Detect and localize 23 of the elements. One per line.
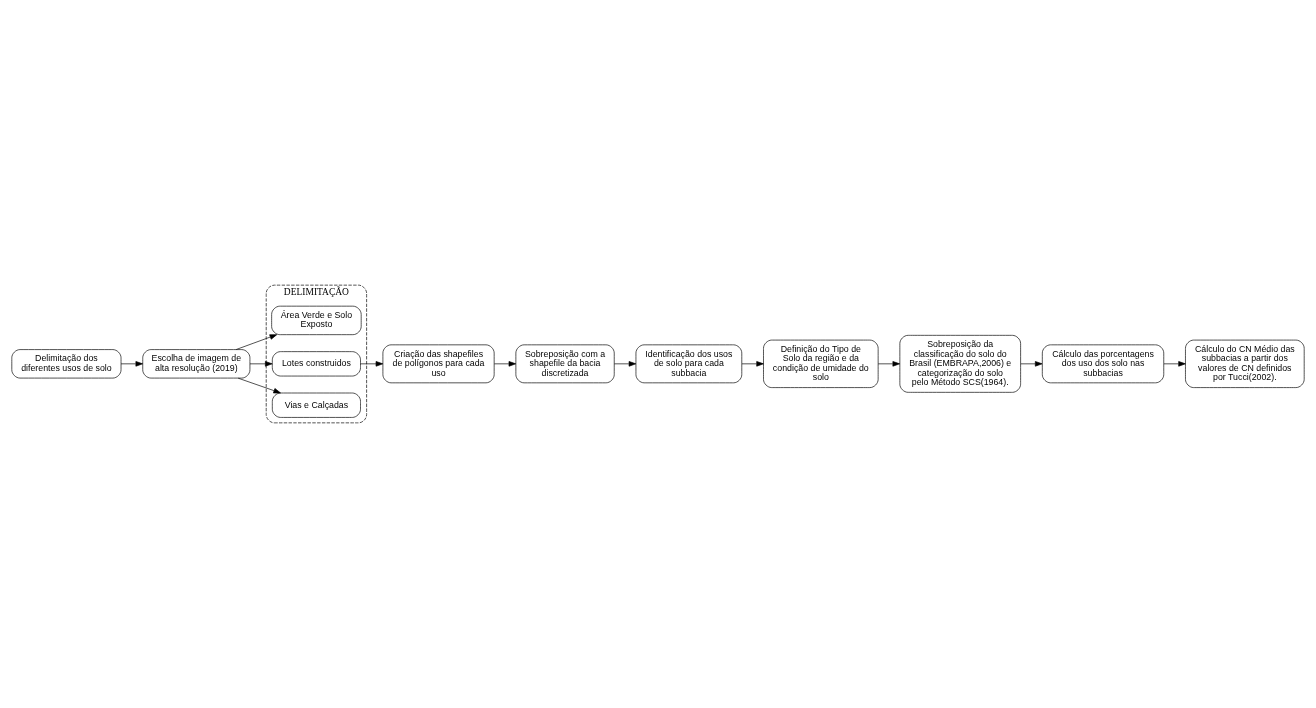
node-box: Sobreposição com a shapefile da bacia discretizada: [515, 344, 615, 384]
arrow: [237, 377, 281, 394]
node-box: Criação das shapefiles de polígonos para cada uso: [382, 344, 495, 384]
node-box: Delimitação dos diferentes usos de solo: [11, 349, 122, 379]
node-box: Escolha de imagem de alta resolução (2019): [142, 349, 251, 379]
arrow: [120, 361, 143, 367]
arrow: [249, 361, 273, 367]
arrow: [741, 361, 764, 367]
arrow: [877, 361, 900, 367]
node-box: Identificação dos usos de solo para cada subbacia: [635, 344, 743, 384]
node-box: Cálculo das porcentagens dos uso dos solo nas subbacias: [1042, 344, 1165, 384]
node-box: Definição do Tipo de Solo da região e da condição de umidade do solo: [763, 339, 879, 388]
arrow: [235, 334, 278, 350]
node-box: Lotes construidos: [272, 351, 361, 377]
arrow: [1163, 361, 1186, 367]
arrow: [493, 361, 517, 367]
node-box: Sobreposição da classificação do solo do Brasil (EMBRAPA,2006) e categorização do solo pelo Método SCS(1964).: [899, 335, 1021, 393]
node-box: Cálculo do CN Médio das subbacias a partir dos valores de CN definidos por Tucci(2002).: [1185, 339, 1305, 388]
node-box: Vias e Calçadas: [272, 392, 361, 418]
node-box: Área Verde e Solo Exposto: [271, 305, 362, 335]
arrow: [1020, 361, 1043, 367]
arrow: [613, 361, 637, 367]
arrow: [360, 361, 384, 367]
